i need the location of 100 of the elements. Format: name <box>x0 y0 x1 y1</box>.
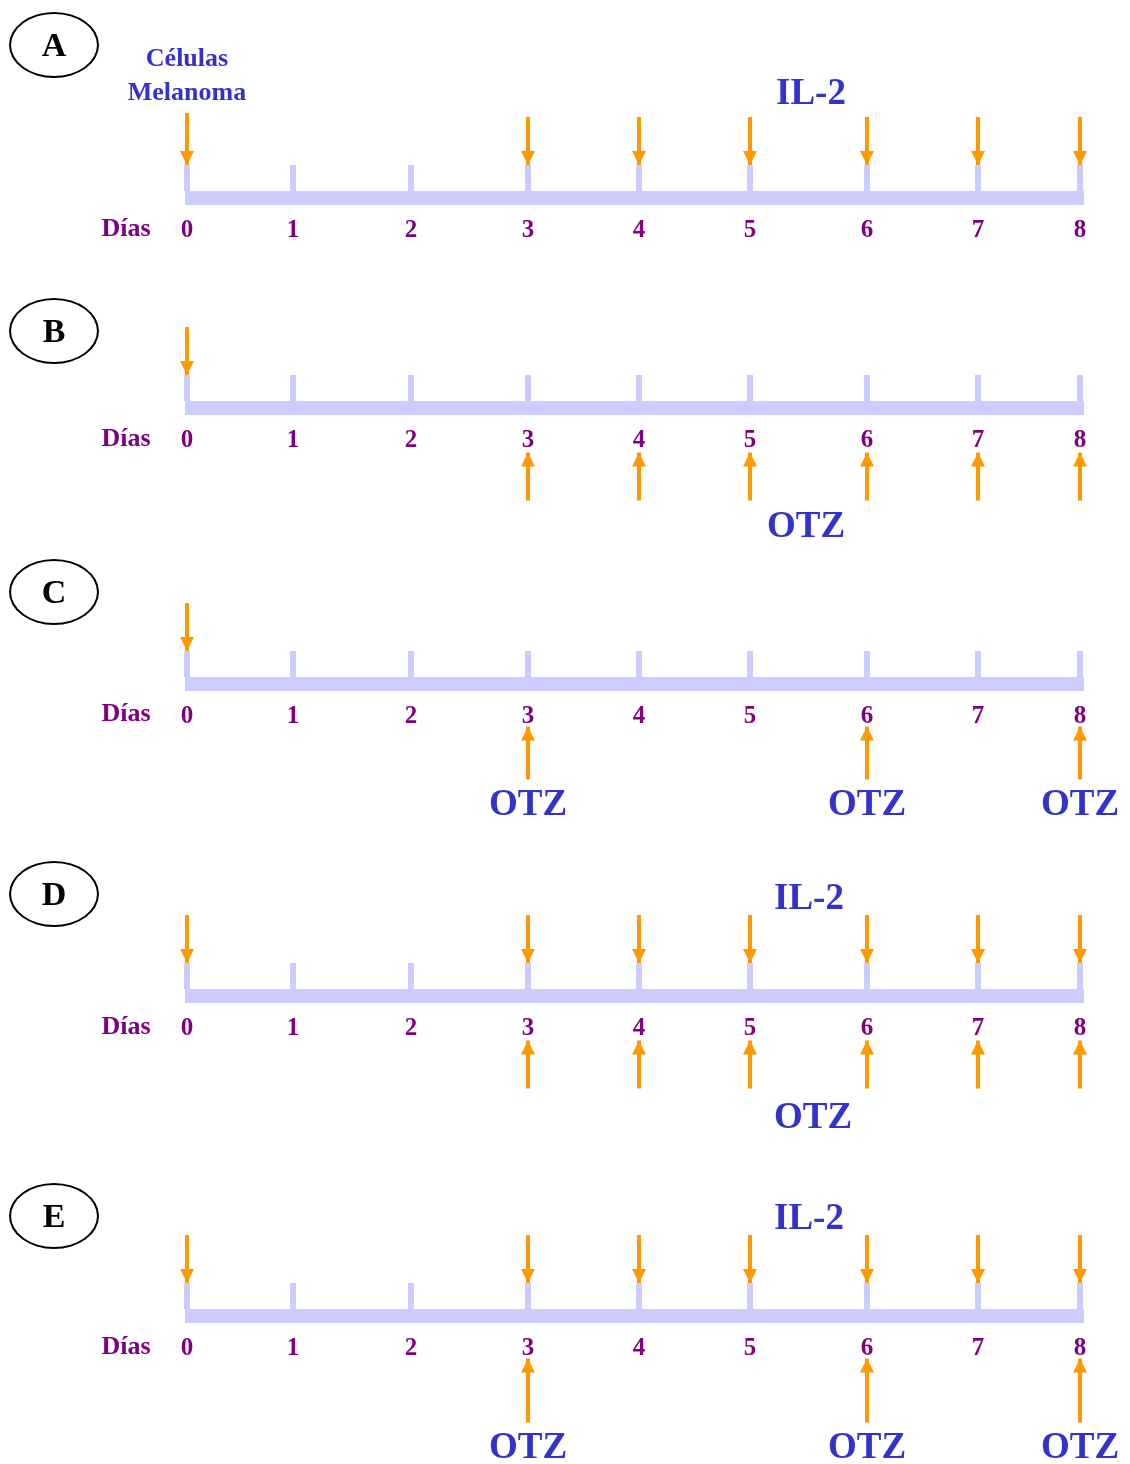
tick-mark <box>184 1283 190 1309</box>
treatment-label: OTZ <box>488 783 568 821</box>
day-number: 8 <box>1073 215 1087 241</box>
day-number: 7 <box>971 701 985 727</box>
day-number: 3 <box>521 701 535 727</box>
arrow <box>971 1040 985 1089</box>
tick-mark <box>1077 651 1083 677</box>
day-number: 0 <box>180 1013 194 1039</box>
tick-mark <box>864 375 870 401</box>
tick-mark <box>290 375 296 401</box>
tick-mark <box>864 1283 870 1309</box>
arrow <box>860 117 874 165</box>
tick-mark <box>1077 165 1083 191</box>
day-number: 5 <box>743 1013 757 1039</box>
tick-mark <box>864 651 870 677</box>
day-number: 6 <box>860 425 874 451</box>
arrow <box>1073 915 1087 963</box>
day-number: 7 <box>971 1013 985 1039</box>
arrow <box>1073 1235 1087 1283</box>
day-number: 6 <box>860 1013 874 1039</box>
day-number: 6 <box>860 215 874 241</box>
day-number: 1 <box>286 701 300 727</box>
day-number: 3 <box>521 1333 535 1359</box>
arrow <box>971 915 985 963</box>
tick-mark <box>184 165 190 191</box>
day-number: 1 <box>286 1013 300 1039</box>
panel-letter-ellipse: B <box>9 298 99 364</box>
tick-mark <box>525 651 531 677</box>
day-number: 7 <box>971 215 985 241</box>
day-number: 4 <box>632 1013 646 1039</box>
day-number: 2 <box>404 701 418 727</box>
treatment-label: IL-2 <box>776 72 846 110</box>
day-number: 3 <box>521 1013 535 1039</box>
day-number: 4 <box>632 1333 646 1359</box>
tick-mark <box>747 165 753 191</box>
day-number: 5 <box>743 425 757 451</box>
tick-mark <box>864 963 870 989</box>
day-number: 2 <box>404 425 418 451</box>
day-number: 1 <box>286 1333 300 1359</box>
day-number: 2 <box>404 215 418 241</box>
tick-mark <box>1077 1283 1083 1309</box>
cell-label: Células Melanoma <box>112 41 262 109</box>
tick-mark <box>747 651 753 677</box>
arrow <box>180 603 194 651</box>
timeline-axis <box>185 989 1084 1003</box>
timeline-axis <box>185 401 1084 415</box>
treatment-label: IL-2 <box>774 877 844 915</box>
arrow <box>521 1235 535 1283</box>
tick-mark <box>747 1283 753 1309</box>
day-number: 8 <box>1073 1333 1087 1359</box>
tick-mark <box>636 1283 642 1309</box>
arrow <box>180 1235 194 1283</box>
arrow <box>521 452 535 501</box>
axis-label: Días <box>101 1013 151 1039</box>
tick-mark <box>975 963 981 989</box>
day-number: 1 <box>286 215 300 241</box>
day-number: 5 <box>743 701 757 727</box>
day-number: 4 <box>632 215 646 241</box>
arrow <box>971 117 985 165</box>
arrow <box>632 1235 646 1283</box>
panel-letter-ellipse: D <box>9 861 99 927</box>
tick-mark <box>408 651 414 677</box>
day-number: 5 <box>743 215 757 241</box>
tick-mark <box>864 165 870 191</box>
tick-mark <box>184 375 190 401</box>
day-number: 0 <box>180 215 194 241</box>
day-number: 3 <box>521 425 535 451</box>
treatment-label: OTZ <box>488 1426 568 1464</box>
arrow <box>860 1235 874 1283</box>
timeline-axis <box>185 677 1084 691</box>
arrow <box>521 915 535 963</box>
day-number: 8 <box>1073 701 1087 727</box>
day-number: 7 <box>971 1333 985 1359</box>
arrow <box>743 1040 757 1089</box>
tick-mark <box>408 165 414 191</box>
arrow <box>1073 1358 1087 1423</box>
timeline-axis <box>185 1309 1084 1323</box>
tick-mark <box>747 963 753 989</box>
axis-label: Días <box>101 700 151 726</box>
tick-mark <box>747 375 753 401</box>
tick-mark <box>184 963 190 989</box>
arrow <box>860 915 874 963</box>
day-number: 2 <box>404 1013 418 1039</box>
tick-mark <box>636 375 642 401</box>
arrow <box>860 452 874 501</box>
arrow <box>632 1040 646 1089</box>
arrow <box>860 1358 874 1423</box>
arrow <box>860 726 874 780</box>
tick-mark <box>636 165 642 191</box>
arrow <box>1073 1040 1087 1089</box>
treatment-label: OTZ <box>827 1426 907 1464</box>
day-number: 0 <box>180 1333 194 1359</box>
tick-mark <box>290 963 296 989</box>
treatment-label: OTZ <box>773 1096 853 1134</box>
tick-mark <box>408 375 414 401</box>
tick-mark <box>636 963 642 989</box>
tick-mark <box>636 651 642 677</box>
axis-label: Días <box>101 215 151 241</box>
day-number: 0 <box>180 425 194 451</box>
treatment-label: OTZ <box>827 783 907 821</box>
